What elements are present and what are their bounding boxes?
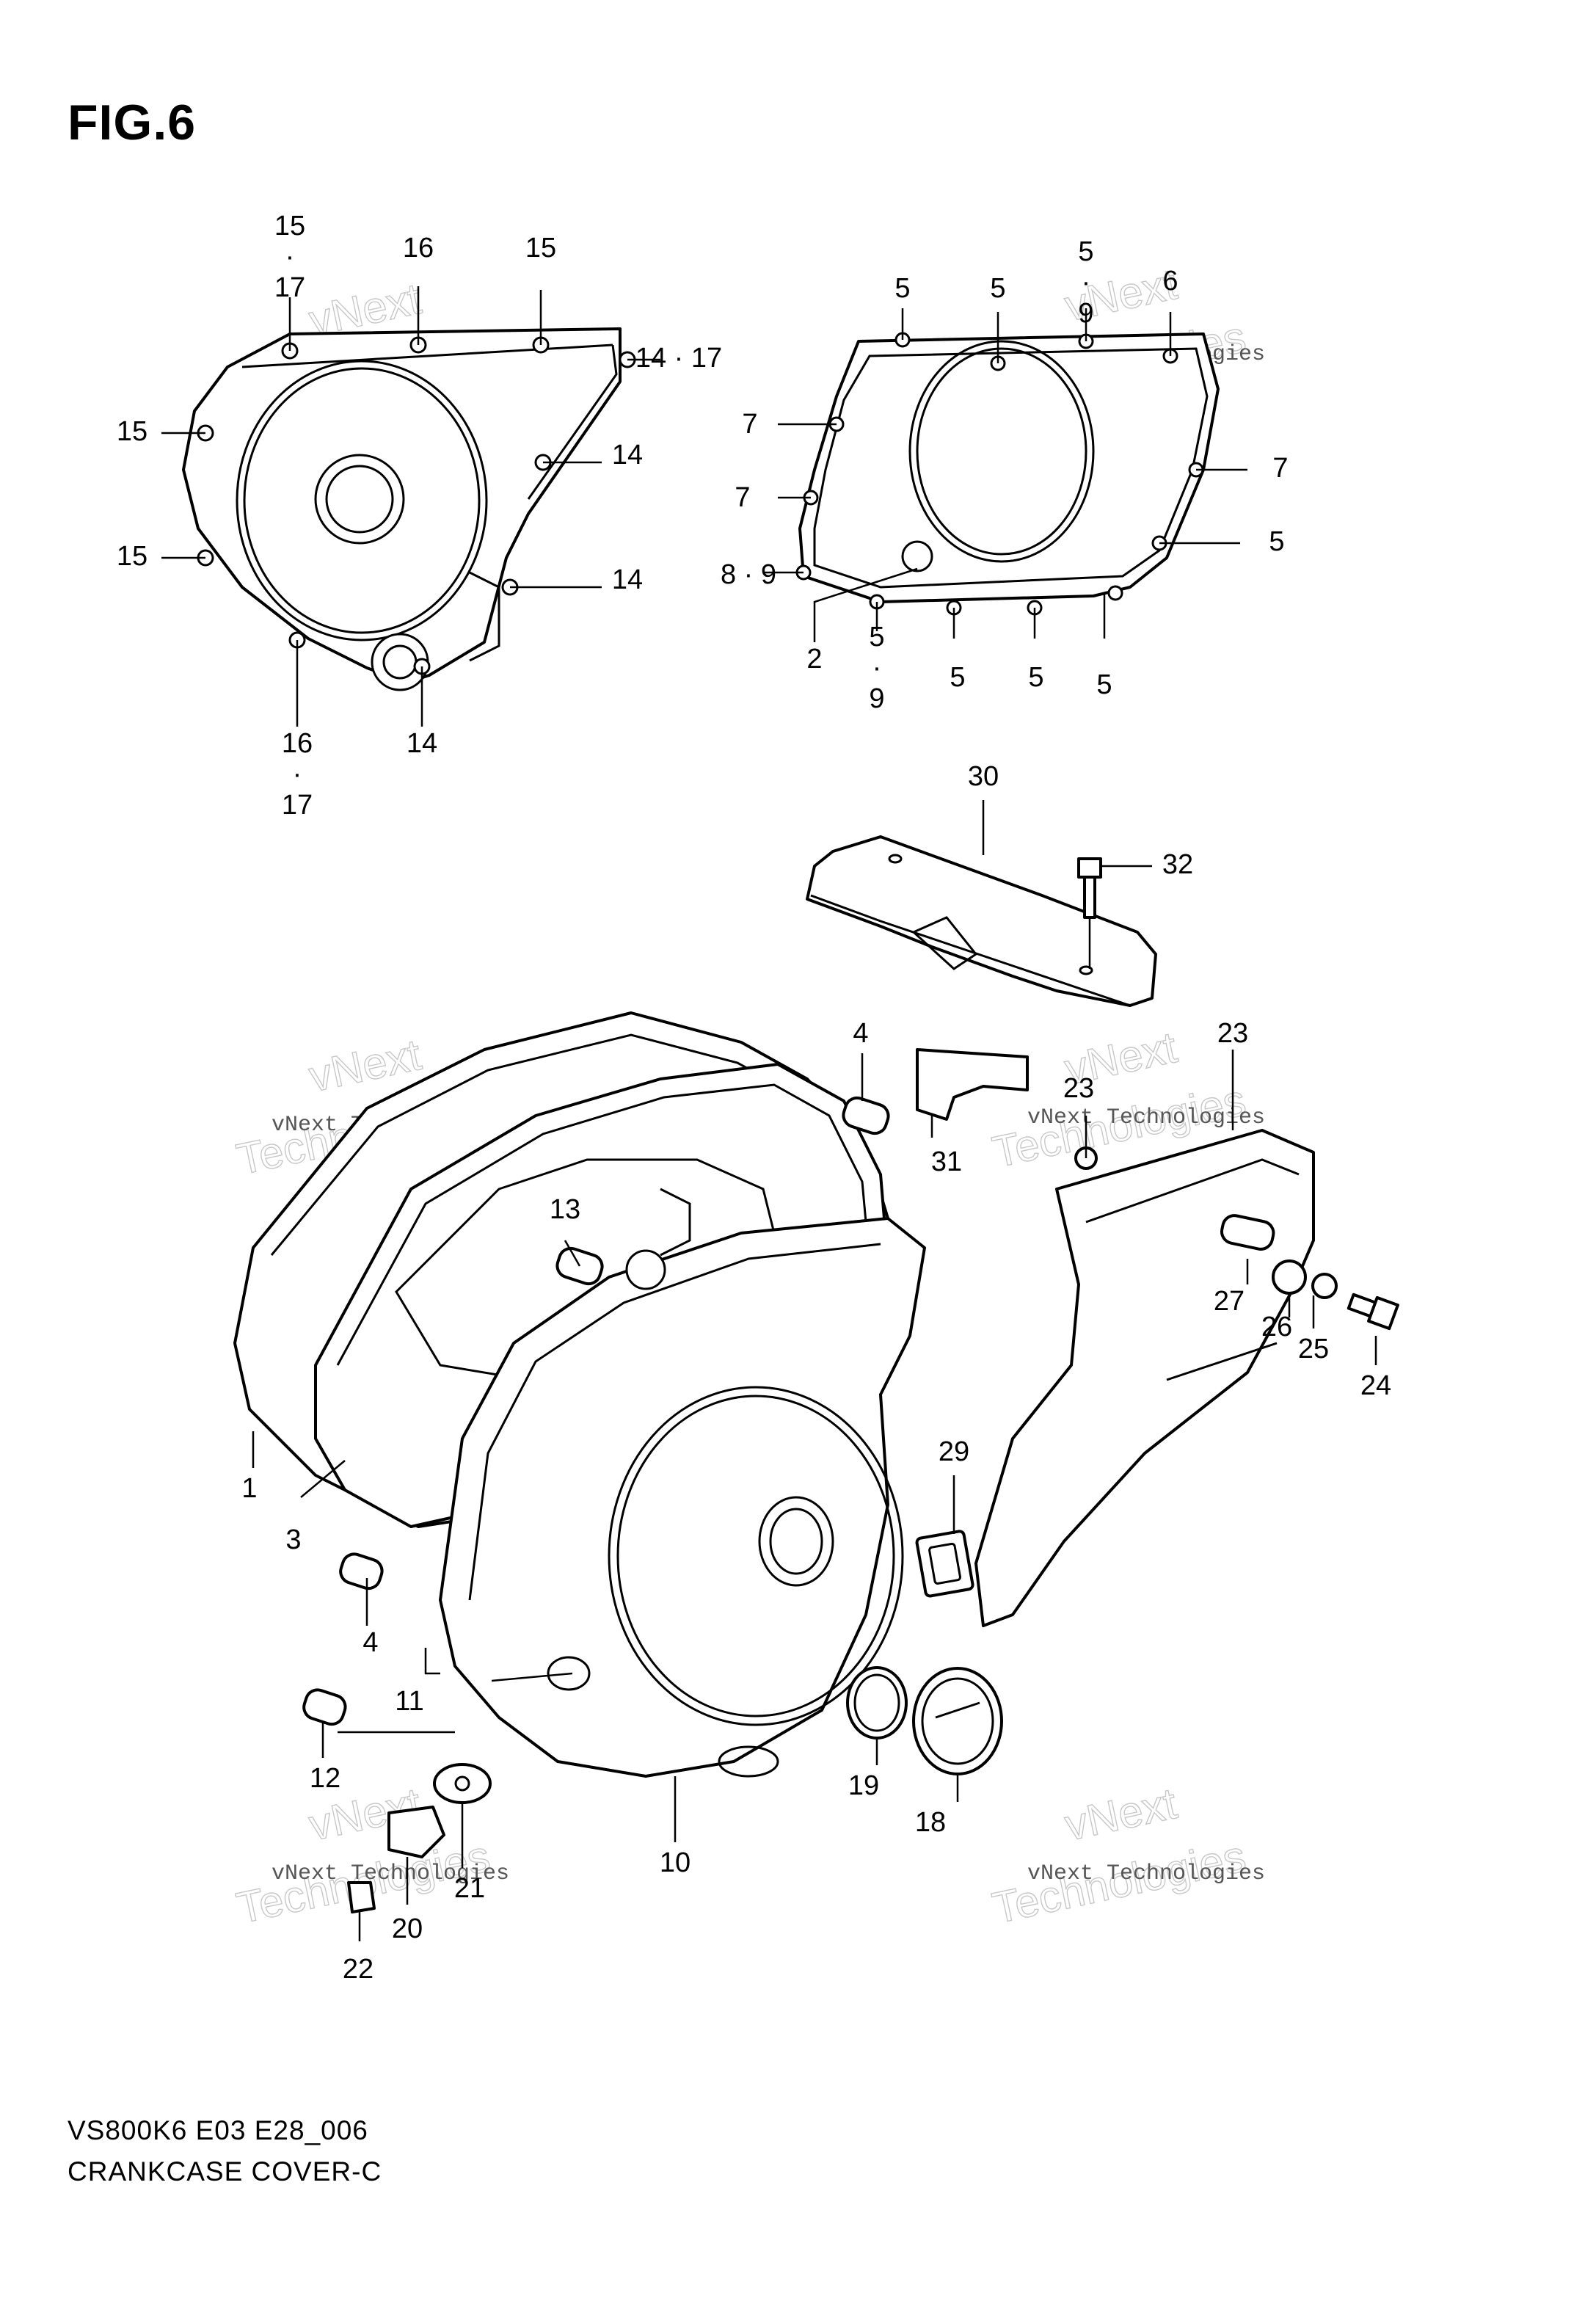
figure-footer: VS800K6 E03 E28_006 CRANKCASE COVER-C (68, 2110, 382, 2192)
callout-label: 23 (1217, 1018, 1248, 1049)
callout-label: 5·9 (1078, 236, 1093, 329)
callout-label: 14 (407, 728, 437, 759)
model-code: VS800K6 E03 E28_006 (68, 2115, 368, 2145)
cushion-part-31 (916, 1048, 1029, 1121)
callout-label: 5 (894, 273, 910, 304)
callout-label: 11 (395, 1686, 423, 1717)
callout-label: 6 (1162, 266, 1178, 297)
spacer-and-bolt-parts (1074, 1146, 1399, 1331)
callout-label: 24 (1360, 1370, 1391, 1401)
figure-title: FIG.6 (68, 95, 197, 150)
callout-label: 18 (915, 1807, 946, 1838)
callout-label: 14 (612, 440, 643, 470)
callout-label: 4 (853, 1018, 868, 1049)
svg-text:vNext Technologies: vNext Technologies (1027, 1861, 1265, 1886)
callout-label: 7 (735, 482, 750, 513)
svg-text:vNext: vNext (1060, 1778, 1181, 1850)
callout-label: 23 (1063, 1073, 1094, 1104)
callout-label: 32 (1162, 849, 1193, 880)
callout-label: 2 (806, 644, 822, 675)
callout-label: 10 (660, 1847, 690, 1878)
callout-label: 20 (392, 1913, 423, 1944)
callout-label: 14 · 17 (635, 343, 722, 374)
callout-label: 27 (1214, 1286, 1245, 1317)
callout-label: 16·17 (282, 728, 313, 821)
bolt-part-32 (1077, 857, 1102, 969)
callout-label: 1 (241, 1473, 257, 1504)
callout-label: 8 · 9 (721, 559, 776, 590)
callout-label: 21 (454, 1873, 485, 1904)
callout-label: 15·17 (274, 211, 305, 303)
plug-and-oring-parts (846, 1666, 1003, 1775)
side-cover-part-23 (974, 1129, 1315, 1627)
callout-label: 15 (117, 416, 147, 447)
outer-cover-part-10 (439, 1217, 926, 1778)
leader-lines (161, 286, 1377, 1941)
callout-label: 3 (285, 1524, 301, 1555)
svg-text:vNext Technologies: vNext Technologies (1027, 1105, 1265, 1130)
callout-label: 15 (525, 233, 556, 263)
callout-label: 22 (343, 1954, 374, 1985)
callout-label: 30 (968, 761, 999, 792)
callout-label: 26 (1261, 1312, 1292, 1342)
callout-label: 5 (990, 273, 1005, 304)
top-cover-part-30 (806, 835, 1157, 1007)
callout-label: 7 (1272, 453, 1288, 484)
callout-label: 13 (550, 1194, 580, 1225)
callout-label: 5 (1028, 662, 1043, 693)
callout-label: 25 (1298, 1334, 1329, 1364)
callout-label: 5 (950, 662, 965, 693)
callout-label: 16 (403, 233, 434, 263)
dowel-pins-and-small-parts (302, 1096, 890, 1913)
figure-caption: CRANKCASE COVER-C (68, 2156, 382, 2186)
callout-label: 4 (362, 1627, 378, 1658)
callout-label: 31 (931, 1146, 962, 1177)
generator-cover (182, 327, 636, 691)
callout-label: 19 (848, 1770, 879, 1801)
callout-label: 7 (742, 409, 757, 440)
cover-gasket (795, 332, 1220, 616)
callout-label: 12 (310, 1763, 340, 1794)
svg-text:vNext Technologies: vNext Technologies (272, 1861, 509, 1886)
callout-label: 5 (1096, 669, 1112, 700)
grommet-part-29 (915, 1530, 974, 1598)
callout-label: 29 (939, 1436, 969, 1467)
callout-label: 5 (1269, 526, 1284, 557)
callout-label: 5·9 (869, 622, 884, 714)
callout-label: 15 (117, 541, 147, 572)
callout-label: 14 (612, 564, 643, 595)
